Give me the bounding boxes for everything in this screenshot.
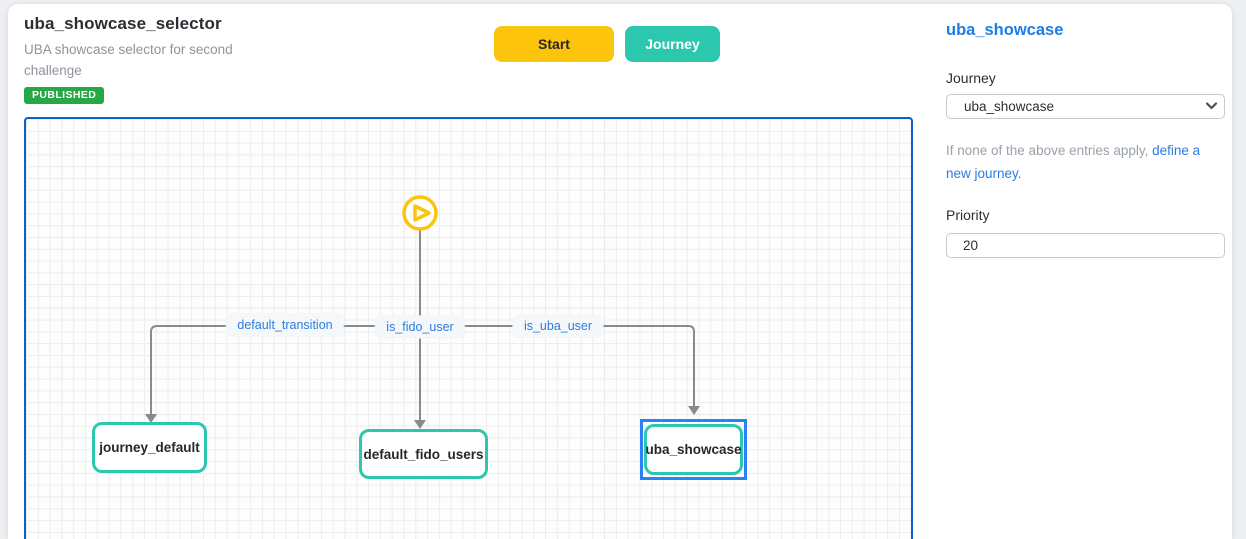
journey-select[interactable]: uba_showcase: [946, 94, 1225, 119]
journey-info-text: If none of the above entries apply, defi…: [946, 139, 1222, 185]
node-uba-showcase[interactable]: uba_showcase: [644, 424, 743, 475]
info-text-plain: If none of the above entries apply,: [946, 143, 1153, 158]
edge-label-is-fido-user[interactable]: is_fido_user: [375, 316, 465, 338]
header: uba_showcase_selector UBA showcase selec…: [24, 14, 274, 104]
flow-canvas[interactable]: default_transition is_fido_user is_uba_u…: [24, 117, 913, 539]
edge-label-default-transition[interactable]: default_transition: [226, 314, 344, 336]
page-title: uba_showcase_selector: [24, 14, 222, 33]
node-journey-default[interactable]: journey_default: [92, 422, 207, 473]
journey-field-label: Journey: [946, 70, 996, 86]
main-card: uba_showcase_selector UBA showcase selec…: [8, 4, 1232, 539]
play-icon: [402, 195, 438, 231]
journey-button[interactable]: Journey: [625, 26, 720, 62]
define-new-journey-link[interactable]: define a new journey.: [946, 143, 1201, 181]
edge-label-is-uba-user[interactable]: is_uba_user: [512, 315, 604, 337]
page-subtitle: UBA showcase selector for second challen…: [24, 42, 233, 78]
panel-title: uba_showcase: [946, 21, 1064, 39]
start-button[interactable]: Start: [494, 26, 614, 62]
node-default-fido-users[interactable]: default_fido_users: [359, 429, 488, 479]
priority-input[interactable]: [946, 233, 1225, 258]
properties-panel: uba_showcase Journey uba_showcase If non…: [937, 4, 1225, 539]
status-badge: PUBLISHED: [24, 87, 105, 104]
node-uba-showcase-selection: uba_showcase: [640, 419, 747, 480]
priority-field-label: Priority: [946, 207, 990, 223]
